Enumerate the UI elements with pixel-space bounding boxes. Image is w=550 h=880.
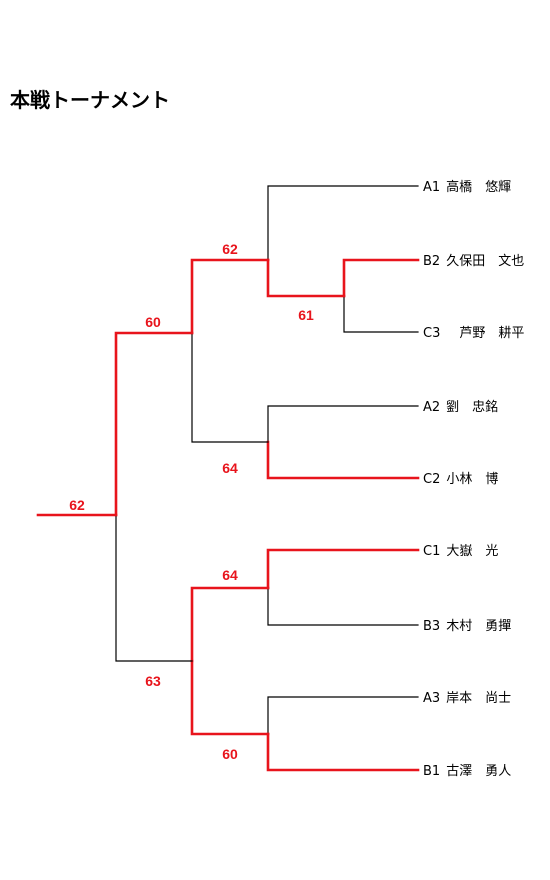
score-b2-c3: 61 bbox=[298, 307, 314, 323]
line-b2 bbox=[342, 258, 420, 298]
score-a3-b1: 60 bbox=[222, 746, 238, 762]
score-semi-top: 60 bbox=[145, 314, 161, 330]
line-c1 bbox=[266, 548, 420, 590]
page-title: 本戦トーナメント bbox=[10, 88, 170, 112]
line-w-b2c3 bbox=[266, 258, 346, 298]
line-b3 bbox=[267, 587, 419, 626]
line-a2 bbox=[267, 405, 419, 443]
line-w-qf2 bbox=[191, 332, 269, 443]
score-final: 62 bbox=[69, 497, 85, 513]
score-a1-b2: 62 bbox=[222, 241, 238, 257]
line-a1 bbox=[267, 185, 419, 261]
line-w-qf3 bbox=[190, 586, 270, 663]
line-c3 bbox=[343, 295, 419, 333]
score-c1-b3: 64 bbox=[222, 567, 238, 583]
line-w-sf1 bbox=[114, 331, 194, 517]
line-c2 bbox=[266, 440, 420, 480]
line-w-sf2 bbox=[115, 514, 193, 662]
score-a2-c2: 64 bbox=[222, 460, 238, 476]
line-b1 bbox=[266, 732, 420, 772]
line-w-qf4 bbox=[190, 659, 270, 736]
line-w-qf1 bbox=[190, 258, 270, 335]
score-semi-bottom: 63 bbox=[145, 673, 161, 689]
line-a3 bbox=[267, 696, 419, 735]
player-c3: C3 芦野 耕平 bbox=[423, 325, 524, 341]
score-labels: 61 62 64 60 64 60 63 62 bbox=[69, 241, 314, 762]
